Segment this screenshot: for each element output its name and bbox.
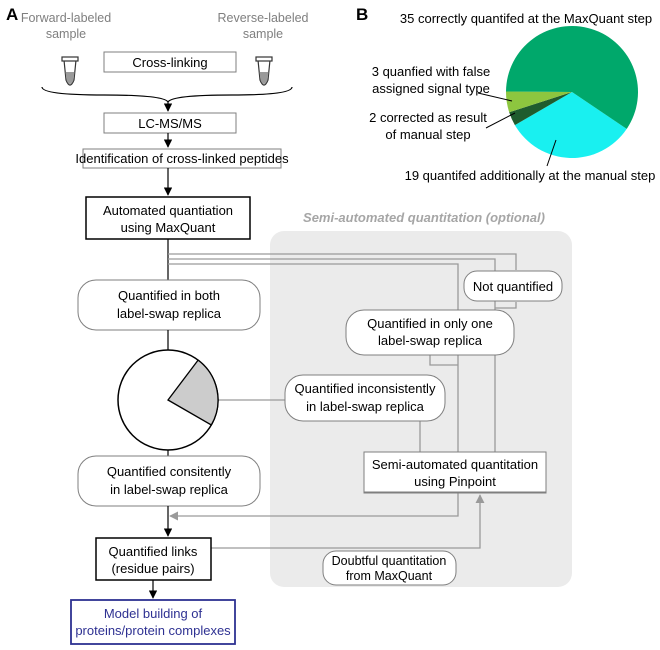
forward-tube-icon xyxy=(61,56,79,86)
only-one-box xyxy=(345,309,515,356)
doubtful-text: Doubtful quantitation xyxy=(332,554,447,568)
reverse-tube-icon xyxy=(255,56,273,86)
lcms-box xyxy=(103,112,237,134)
pie-slice xyxy=(514,92,627,159)
lcms-text: LC-MS/MS xyxy=(138,116,202,131)
quantified-both-box xyxy=(77,279,261,331)
pie-leader-lines xyxy=(477,92,557,167)
pie-label-maxquant: 35 correctly quantifed at the MaxQuant s… xyxy=(400,11,652,26)
pie-slice xyxy=(506,26,638,129)
crosslinking-box xyxy=(103,51,237,73)
svg-text:assigned signal type: assigned signal type xyxy=(372,81,490,96)
pie-slice xyxy=(506,91,572,113)
pie-label-false-signal: 3 quanfied with false assigned signal ty… xyxy=(372,64,491,96)
svg-text:using Pinpoint: using Pinpoint xyxy=(414,474,496,489)
svg-text:label-swap replica: label-swap replica xyxy=(378,333,483,348)
model-building-text: Model building of xyxy=(104,606,203,621)
svg-text:of manual step: of manual step xyxy=(385,127,470,142)
quantified-links-box xyxy=(95,537,212,581)
identification-box xyxy=(82,148,282,169)
automated-text: Automated quantiation xyxy=(103,203,233,218)
pie-slice xyxy=(509,92,572,126)
pie-label-manual: 19 quantifed additionally at the manual … xyxy=(405,168,656,183)
merge-brace xyxy=(41,86,293,104)
semi-region-title: Semi-automated quantitation (optional) xyxy=(303,210,545,225)
svg-text:using MaxQuant: using MaxQuant xyxy=(121,220,216,235)
svg-text:2 corrected as result: 2 corrected as result xyxy=(369,110,487,125)
reverse-sample-label: Reverse-labeled sample xyxy=(217,11,308,41)
svg-text:Forward-labeled: Forward-labeled xyxy=(21,11,111,25)
inconsistent-text: Quantified inconsistently xyxy=(295,381,436,396)
pinpoint-text: Semi-automated quantitation xyxy=(372,457,538,472)
svg-text:proteins/protein complexes: proteins/protein complexes xyxy=(75,623,231,638)
svg-text:3 quanfied with false: 3 quanfied with false xyxy=(372,64,491,79)
consistency-pie xyxy=(117,349,219,451)
consistent-box xyxy=(77,455,261,507)
quantified-links-text: Quantified links xyxy=(109,544,198,559)
automated-box xyxy=(85,196,251,240)
inconsistent-box xyxy=(284,374,446,422)
not-quantified-box xyxy=(463,270,563,302)
panel-b-label: B xyxy=(356,5,368,24)
consistent-text: Quantified consitently xyxy=(107,464,232,479)
not-quantified-text: Not quantified xyxy=(473,279,553,294)
svg-text:in label-swap replica: in label-swap replica xyxy=(110,482,229,497)
panel-a-label: A xyxy=(6,5,18,24)
doubtful-box xyxy=(322,550,457,586)
quantified-both-text: Quantified in both xyxy=(118,288,220,303)
pie-label-corrected: 2 corrected as result of manual step xyxy=(369,110,487,142)
forward-sample-label: Forward-labeled sample xyxy=(21,11,111,41)
svg-text:sample: sample xyxy=(243,27,283,41)
svg-text:(residue pairs): (residue pairs) xyxy=(111,561,194,576)
identification-text: Identification of cross-linked peptides xyxy=(75,151,289,166)
model-building-box xyxy=(70,599,236,645)
results-pie-chart xyxy=(506,26,638,159)
svg-text:from MaxQuant: from MaxQuant xyxy=(346,569,433,583)
svg-text:Reverse-labeled: Reverse-labeled xyxy=(217,11,308,25)
grey-connectors xyxy=(168,253,517,549)
svg-text:label-swap replica: label-swap replica xyxy=(117,306,222,321)
only-one-text: Quantified in only one xyxy=(367,316,493,331)
svg-text:sample: sample xyxy=(46,27,86,41)
svg-text:in label-swap replica: in label-swap replica xyxy=(306,399,425,414)
crosslinking-text: Cross-linking xyxy=(132,55,207,70)
